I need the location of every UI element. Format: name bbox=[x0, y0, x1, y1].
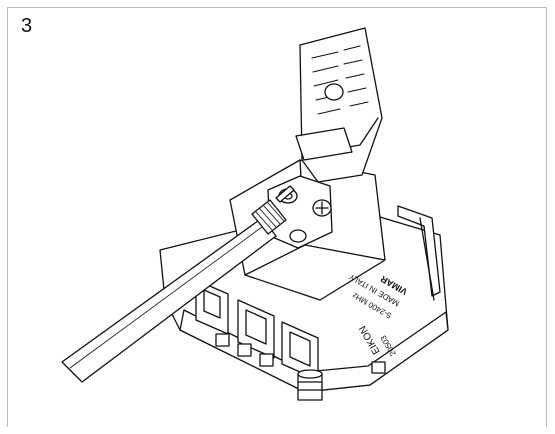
figure-frame bbox=[7, 7, 547, 427]
step-number: 3 bbox=[21, 15, 33, 37]
flap-slot bbox=[295, 127, 353, 161]
flap-knob bbox=[324, 83, 344, 101]
base-feet bbox=[215, 333, 386, 374]
coax-cable-jacket bbox=[61, 217, 277, 383]
coax-cable-core bbox=[275, 185, 295, 203]
coax-cable-braid bbox=[251, 199, 287, 235]
